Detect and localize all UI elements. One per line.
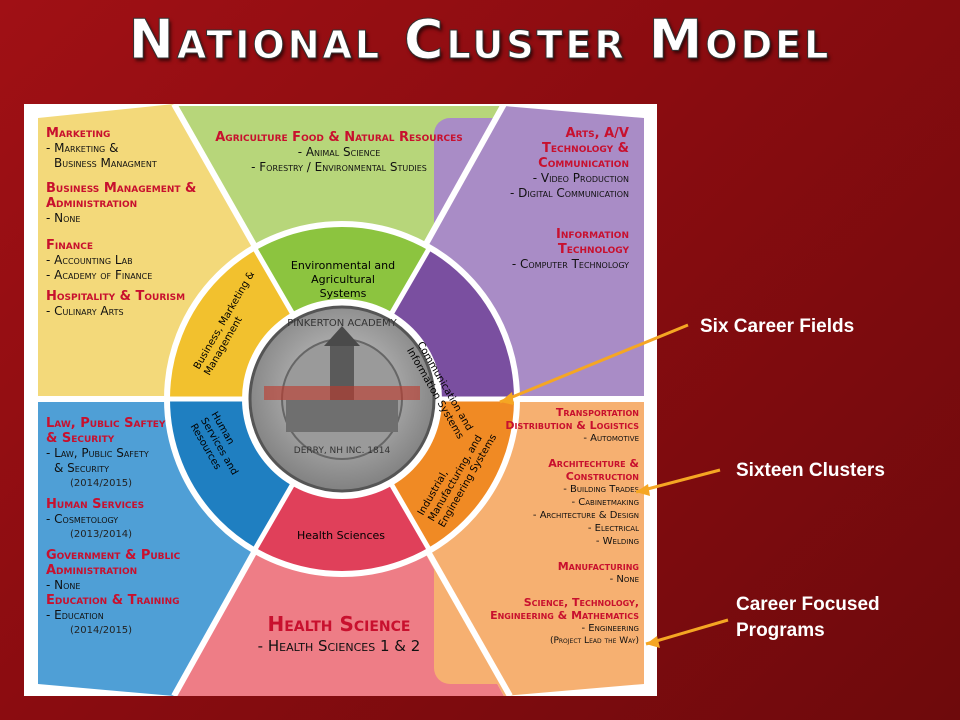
cluster-heading: Marketing (46, 126, 111, 141)
callout-six-career-fields: Six Career Fields (700, 316, 855, 337)
program-item: - Welding (595, 536, 639, 547)
cluster-heading: Health Science (267, 612, 411, 636)
cluster-heading: & Security (46, 431, 115, 446)
program-year: (2014/2015) (70, 478, 133, 489)
cluster-heading: Education & Training (46, 593, 180, 608)
program-item: - Digital Communication (510, 186, 629, 200)
program-item: - Animal Science (297, 145, 381, 159)
field-label-health: Health Sciences (297, 529, 385, 542)
cluster-block-arts: Arts, A/V Technology & Communication - V… (454, 126, 629, 272)
cluster-block-law: Law, Public Saftey & Security - Law, Pub… (46, 416, 226, 638)
program-item: - Engineering (581, 623, 639, 634)
program-item: - Automotive (583, 433, 639, 444)
program-year: (2014/2015) (70, 625, 133, 636)
cluster-heading: Communication (538, 156, 629, 171)
program-item: - None (46, 211, 81, 225)
program-item: - Electrical (587, 523, 639, 534)
cluster-heading: Architechture & (548, 457, 639, 470)
callout-line: Programs (736, 620, 825, 641)
slide-title: National Cluster Model (128, 8, 832, 72)
program-item: - None (609, 574, 639, 585)
program-item: - Architecture & Design (532, 510, 639, 521)
program-item: - Academy of Finance (46, 268, 153, 282)
program-item: - Health Sciences 1 & 2 (257, 637, 421, 655)
program-item: - Forestry / Environmental Studies (251, 160, 427, 174)
program-item: - Accounting Lab (46, 253, 133, 267)
cluster-heading: Government & Public (46, 548, 181, 563)
program-item: - Computer Technology (511, 257, 629, 271)
cluster-block-transportation: Transportation Distribution & Logistics … (464, 406, 639, 648)
program-item: - Culinary Arts (46, 304, 124, 318)
cluster-wheel-graphic (24, 104, 657, 696)
program-item: - Building Trades (563, 484, 639, 495)
callout-arrow-programs (645, 618, 729, 646)
cluster-heading: Business Management & (46, 181, 197, 196)
cluster-heading: Finance (46, 238, 94, 253)
cluster-heading: Human Services (46, 497, 145, 512)
cluster-heading: Information (556, 227, 629, 242)
cluster-heading: Technology & (542, 141, 629, 156)
cluster-diagram: Environmental and Agricultural Systems C… (24, 104, 657, 696)
cluster-heading: Administration (46, 196, 138, 211)
callout-sixteen-clusters: Sixteen Clusters (736, 460, 885, 481)
program-item: Business Managment (54, 156, 157, 170)
program-item: - Education (46, 608, 104, 622)
program-item: - Cabinetmaking (571, 497, 639, 508)
cluster-heading: Construction (565, 470, 639, 483)
cluster-heading: Technology (557, 242, 629, 257)
cluster-agriculture: Agriculture Food & Natural Resources - A… (184, 130, 494, 175)
cluster-heading: Arts, A/V (565, 126, 629, 141)
callout-line: Career Focused (736, 594, 880, 615)
cluster-health-science: Health Science - Health Sciences 1 & 2 (214, 612, 464, 656)
seal-text-bottom: DERRY, NH INC. 1814 (293, 446, 391, 456)
program-item: - Law, Public Safety (46, 446, 149, 460)
cluster-heading: Transportation (555, 406, 639, 419)
seal-text-top: PINKERTON ACADEMY (287, 318, 397, 329)
program-item: - Marketing & (46, 141, 119, 155)
program-item: - Cosmetology (46, 512, 119, 526)
field-label-environmental: Environmental and Agricultural Systems (290, 259, 396, 300)
cluster-heading: Distribution & Logistics (505, 419, 639, 432)
cluster-block-business: Marketing - Marketing & Business Managme… (46, 126, 226, 319)
program-item: & Security (54, 461, 109, 475)
cluster-heading: Administration (46, 563, 138, 578)
cluster-heading: Hospitality & Tourism (46, 289, 186, 304)
program-item: (Project Lead the Way) (549, 636, 639, 646)
cluster-heading: Manufacturing (557, 560, 639, 573)
cluster-heading: Law, Public Saftey (46, 416, 166, 431)
callout-career-programs: Career Focused Programs (736, 592, 880, 644)
program-year: (2013/2014) (70, 529, 133, 540)
cluster-heading: Engineering & Mathematics (490, 609, 639, 622)
cluster-heading: Science, Technology, (523, 596, 639, 609)
program-item: - None (46, 578, 81, 592)
program-item: - Video Production (532, 171, 629, 185)
cluster-heading: Agriculture Food & Natural Resources (215, 130, 463, 145)
